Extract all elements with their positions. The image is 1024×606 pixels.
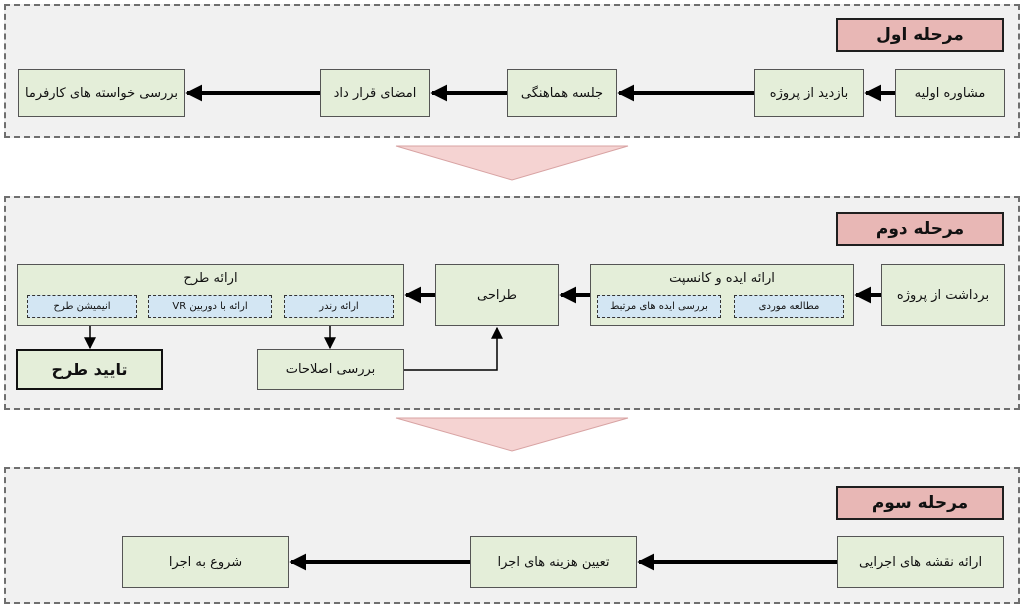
chevron-stage-2-to-3 <box>395 417 629 452</box>
step-design: طراحی <box>435 264 559 326</box>
sub-render: ارائه رندر <box>284 295 394 318</box>
sub-related-ideas: بررسی ایده های مرتبط <box>597 295 721 318</box>
step-execution-costs: تعیین هزینه های اجرا <box>470 536 637 588</box>
group-concept-title: ارائه ایده و کانسپت <box>669 271 775 286</box>
stage-3-title: مرحله سوم <box>836 486 1004 520</box>
sub-vr-camera: ارائه با دوربین VR <box>148 295 272 318</box>
arrow-s2-revisions-design <box>404 326 503 371</box>
sub-case-study: مطالعه موردی <box>734 295 844 318</box>
step-project-survey: برداشت از پروژه <box>881 264 1005 326</box>
step-client-requirements: بررسی خواسته های کارفرما <box>18 69 185 117</box>
step-design-approval: تایید طرح <box>16 349 163 390</box>
step-coordination-meeting: جلسه هماهنگی <box>507 69 617 117</box>
chevron-stage-1-to-2 <box>395 145 629 181</box>
step-initial-consultation: مشاوره اولیه <box>895 69 1005 117</box>
group-presentation: ارائه طرح ارائه رندر ارائه با دوربین VR … <box>17 264 404 326</box>
step-execution-drawings: ارائه نقشه های اجرایی <box>837 536 1004 588</box>
step-site-visit: بازدید از پروژه <box>754 69 864 117</box>
stage-1-title: مرحله اول <box>836 18 1004 52</box>
step-start-execution: شروع به اجرا <box>122 536 289 588</box>
step-contract-signing: امضای قرار داد <box>320 69 430 117</box>
sub-animation: انیمیشن طرح <box>27 295 137 318</box>
group-presentation-title: ارائه طرح <box>183 271 238 286</box>
stage-2-title: مرحله دوم <box>836 212 1004 246</box>
group-concept: ارائه ایده و کانسپت مطالعه موردی بررسی ا… <box>590 264 854 326</box>
step-revisions: بررسی اصلاحات <box>257 349 404 390</box>
